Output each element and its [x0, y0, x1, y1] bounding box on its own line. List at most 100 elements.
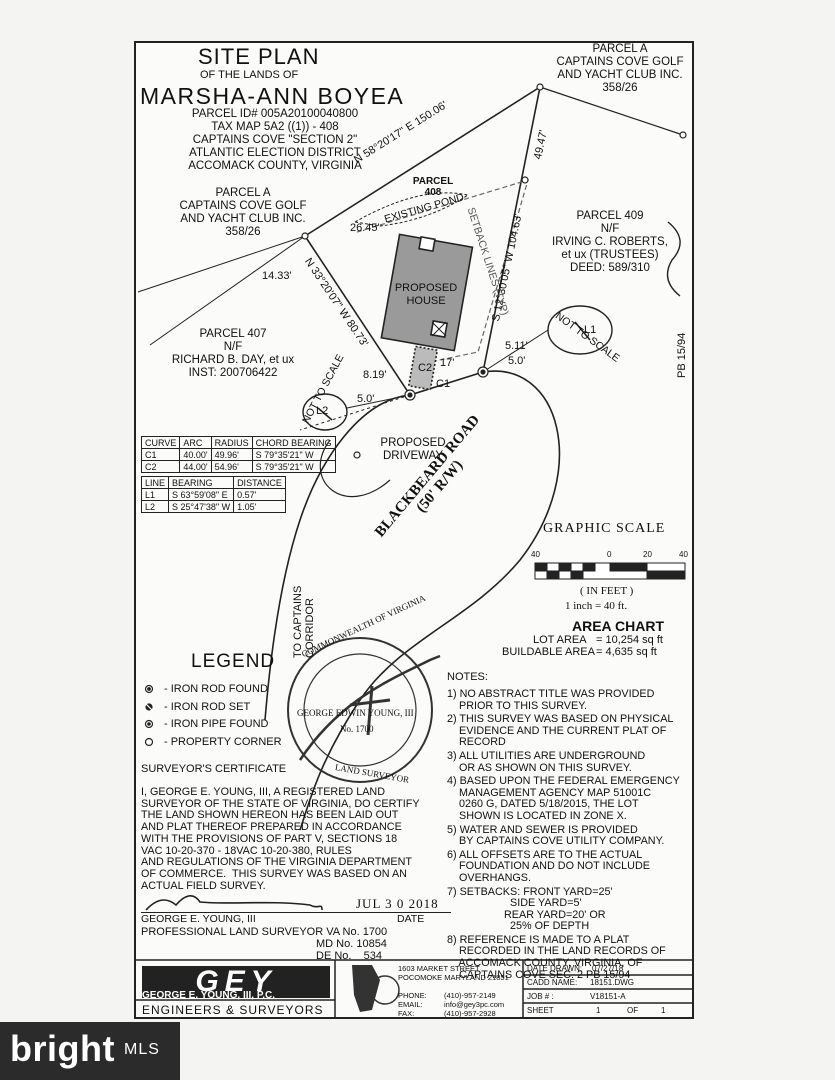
curve-cell: 44.00' [179, 460, 212, 473]
certificate-license: PROFESSIONAL LAND SURVEYOR VA No. 1700 [141, 926, 388, 938]
driveway [407, 345, 439, 391]
line-cell: 0.57' [233, 488, 286, 501]
watermark-brand: bright [10, 1028, 115, 1069]
distance-5-0-left: 5.0' [357, 393, 375, 405]
line-table: LINE BEARING DISTANCE L1 S 63°59'08" E 0… [140, 476, 286, 513]
company-logo: GEY [142, 966, 330, 998]
sheet-number: 1 [596, 1006, 601, 1015]
parcel-408-label: PARCEL 408 [408, 176, 458, 198]
sheet-of-label: OF [627, 1006, 639, 1015]
corridor-line: TO CAPTAINS [292, 585, 304, 658]
parcel-a-top-line: CAPTAINS COVE GOLF [556, 56, 684, 68]
date-drawn-label: DATE DRAWN: [527, 964, 583, 973]
line-cell: S 63°59'08" E [168, 488, 235, 501]
parcel-407-line: RICHARD B. DAY, et ux [171, 354, 295, 366]
distance-14-33: 14.33' [262, 270, 292, 282]
distance-5-11: 5.11' [505, 340, 528, 352]
phone-label: PHONE: [398, 991, 427, 1000]
buildable-area-value: = 4,635 sq ft [596, 646, 657, 658]
subdivision: CAPTAINS COVE "SECTION 2" [192, 134, 358, 146]
email-label: EMAIL: [398, 1000, 423, 1009]
parcel-409-line: IRVING C. ROBERTS, [552, 236, 668, 248]
fax-label: FAX: [398, 1009, 415, 1018]
email-value: info@gey3pc.com [444, 1000, 505, 1009]
watermark-suffix: MLS [124, 1041, 160, 1058]
legend-property-corner: - PROPERTY CORNER [164, 736, 282, 748]
title-of-the-lands: OF THE LANDS OF [200, 69, 299, 81]
note-item: 3) ALL UTILITIES ARE UNDERGROUND OR AS S… [447, 749, 646, 774]
curve-cell: 54.96' [210, 460, 253, 473]
line-header: LINE [140, 476, 170, 489]
certificate-date-stamp: JUL 3 0 2018 [356, 896, 439, 911]
parcel-a-top: PARCEL A CAPTAINS COVE GOLF AND YACHT CL… [540, 43, 700, 95]
parcel-a-top-line: 358/26 [602, 82, 638, 94]
parcel-409-label: PARCEL 409 N/F IRVING C. ROBERTS, et ux … [545, 210, 675, 275]
line-l2-label: L2 [316, 405, 329, 417]
distance-17: 17' [440, 357, 455, 369]
curve-cell: C2 [140, 460, 181, 473]
company-address-1: 1603 MARKET STREET [398, 964, 480, 973]
lot-area-value: = 10,254 sq ft [596, 634, 663, 646]
proposed-house-line: HOUSE [406, 295, 446, 307]
plat-book-reference: PB 15/94 [676, 332, 688, 378]
curve-cell: C1 [140, 448, 181, 461]
curve-header: CURVE [140, 436, 181, 449]
curve-header: RADIUS [210, 436, 253, 449]
parcel-409-line: et ux (TRUSTEES) [561, 249, 659, 261]
scale-tick-40-left: 40 [531, 550, 540, 559]
proposed-driveway-label: PROPOSED DRIVEWAY [378, 437, 448, 463]
line-l1-label: L1 [584, 324, 597, 336]
note-item: 7) SETBACKS: FRONT YARD=25' SIDE YARD=5'… [447, 885, 613, 933]
parcel-407-label: PARCEL 407 N/F RICHARD B. DAY, et ux INS… [158, 328, 308, 380]
surveyor-seal [287, 637, 441, 783]
company-name: GEORGE E. YOUNG, III, P.C. [142, 990, 275, 1001]
legend-title: LEGEND [191, 651, 276, 672]
legend-iron-pipe-found: - IRON PIPE FOUND [164, 718, 269, 730]
title-owner: MARSHA-ANN BOYEA [140, 83, 405, 109]
certificate-de-number: DE No. 534 [316, 950, 383, 962]
seal-number: No. 1700 [340, 724, 374, 734]
road-right-edge [299, 370, 561, 831]
line-cell: L1 [140, 488, 170, 501]
scale-ratio: 1 inch = 40 ft. [565, 600, 628, 612]
note-item: 4) BASED UPON THE FEDERAL EMERGENCY MANA… [447, 775, 680, 822]
cadd-name-label: CADD NAME: [527, 978, 578, 987]
county: ACCOMACK COUNTY, VIRGINIA [188, 160, 362, 172]
distance-26-45: 26.45' [350, 222, 380, 234]
table-row: C1 40.00' 49.96' S 79°35'21" W [140, 448, 336, 461]
parcel-407-line: PARCEL 407 [199, 328, 267, 340]
certificate-body: I, GEORGE E. YOUNG, III, A REGISTERED LA… [141, 786, 420, 892]
proposed-house-footprint [380, 233, 474, 352]
legend-iron-rod-found: - IRON ROD FOUND [164, 683, 268, 695]
parcel-408-line: PARCEL [412, 176, 454, 187]
cadd-name-value: 18151.DWG [590, 978, 635, 987]
company-logo-block: GEY [136, 961, 335, 1000]
parcel-info: PARCEL ID# 005A20100040800 TAX MAP 5A2 (… [155, 108, 395, 173]
company-subtitle: ENGINEERS & SURVEYORS [142, 1003, 324, 1017]
seal-name: GEORGE EDWIN YOUNG, III [297, 708, 414, 718]
curve-cell: S 79°35'21" W [251, 448, 336, 461]
certificate-date-label: DATE [397, 913, 425, 925]
curve-c1-label: C1 [436, 378, 451, 390]
road-left-edge [264, 394, 411, 721]
buildable-area-label: BUILDABLE AREA [502, 646, 595, 658]
parcel-409-line: PARCEL 409 [576, 210, 644, 222]
scale-tick-20: 20 [643, 550, 652, 559]
parcel-a-top-line: PARCEL A [592, 43, 648, 55]
certificate-signer: GEORGE E. YOUNG, III [141, 913, 256, 925]
date-drawn-value: 07/27/18 [592, 964, 624, 973]
title-site-plan: SITE PLAN [198, 44, 320, 69]
curve-table: CURVE ARC RADIUS CHORD BEARING C1 40.00'… [140, 436, 336, 473]
job-number-value: V18151-A [590, 992, 626, 1001]
parcel-409-line: DEED: 589/310 [570, 262, 650, 274]
company-address-2: POCOMOKE MARYLAND 21851 [398, 973, 509, 982]
graphic-scale-title: GRAPHIC SCALE [543, 521, 666, 536]
certificate-title: SURVEYOR'S CERTIFICATE [141, 763, 287, 775]
parcel-408-line: 408 [424, 187, 442, 198]
fax-value: (410)-957-2928 [444, 1009, 496, 1018]
scale-tick-40-right: 40 [679, 550, 688, 559]
lot-area-label: LOT AREA [533, 634, 587, 646]
parcel-a-left: PARCEL A CAPTAINS COVE GOLF AND YACHT CL… [168, 187, 318, 239]
table-row: C2 44.00' 54.96' S 79°35'21" W [140, 460, 336, 473]
